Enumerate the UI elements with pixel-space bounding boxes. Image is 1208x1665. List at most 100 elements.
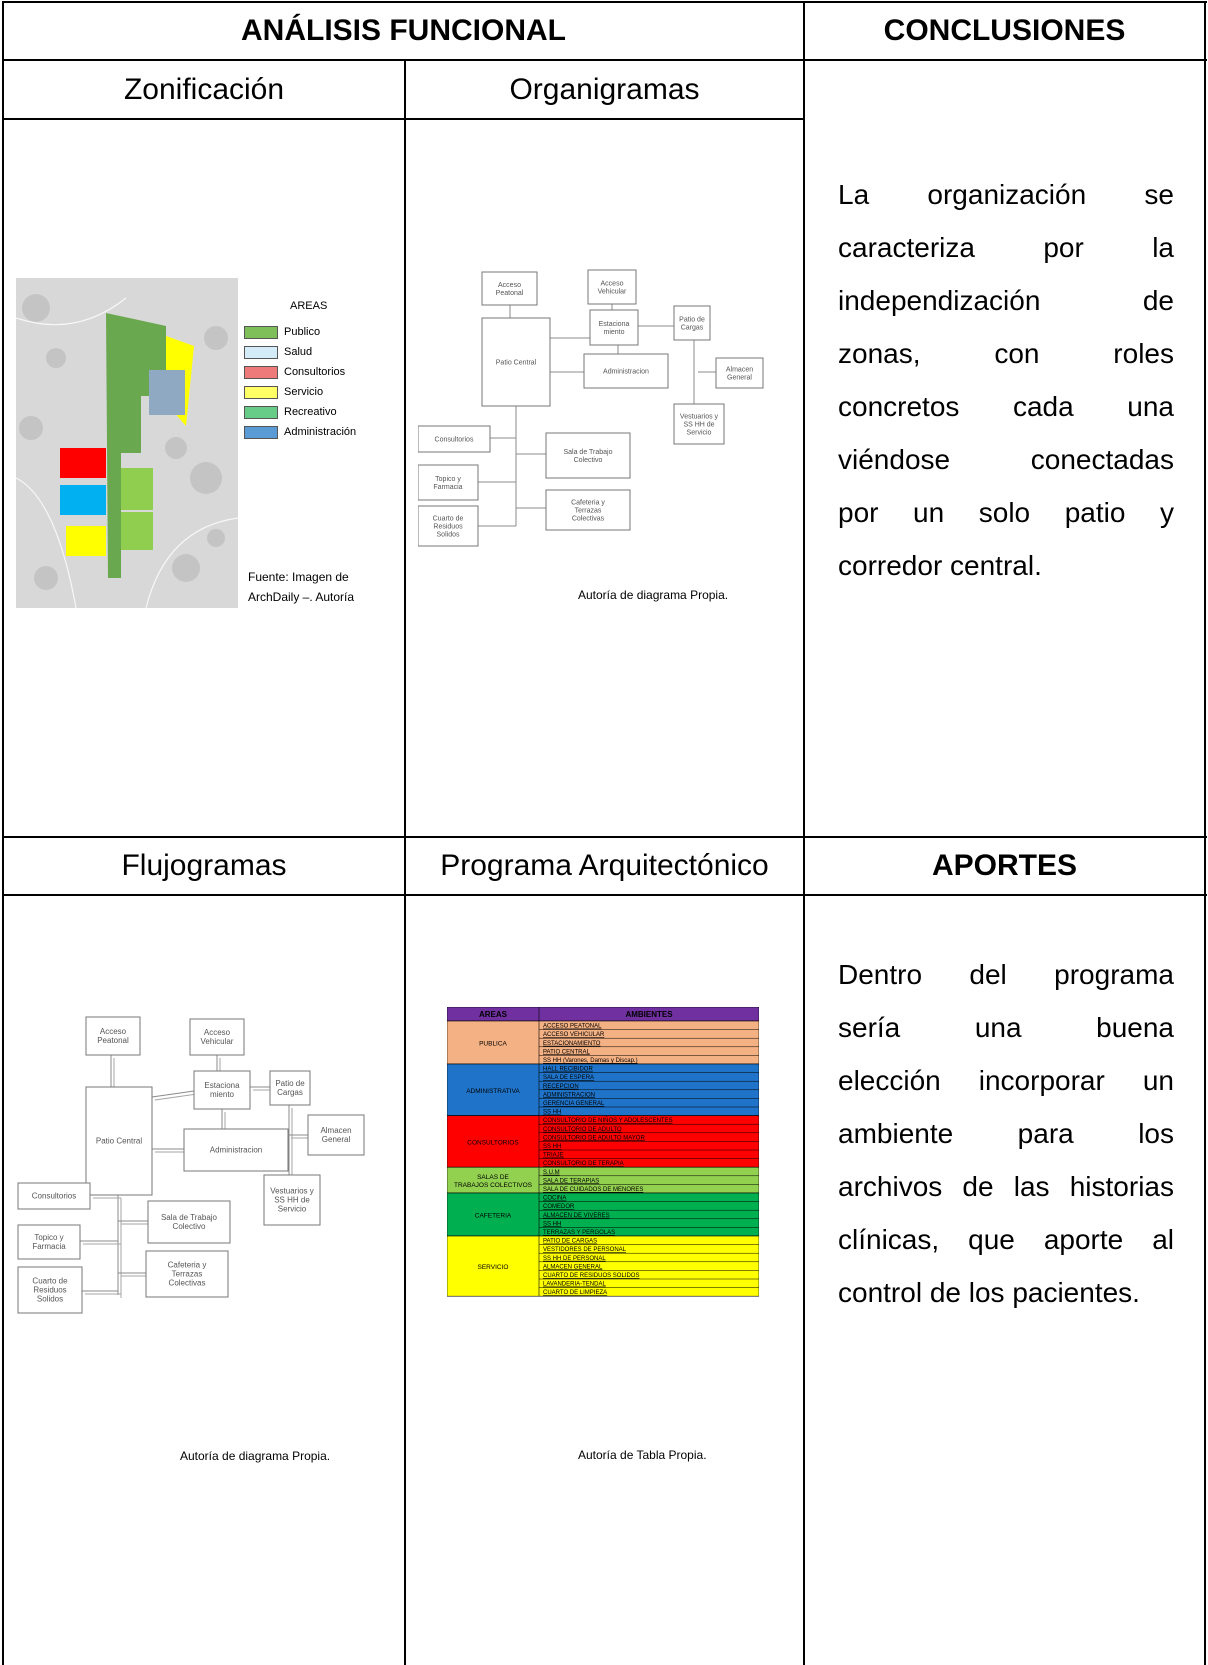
conclusiones-line: viéndose conectadas [838, 444, 1174, 475]
diagram-node-patio-central: Patio Central [481, 317, 551, 407]
ambiente-item: CUARTO DE LIMPIEZA [543, 1290, 607, 1296]
node-box [418, 505, 479, 547]
zonificacion-source: Fuente: Imagen de ArchDaily –. Autoría [248, 567, 354, 607]
ambiente-item: SS HH (Varones, Damas y Discap.) [543, 1058, 638, 1064]
node-box [269, 1070, 311, 1106]
aportes-line: control de los pacientes. [838, 1277, 1140, 1308]
connector-line [154, 1093, 198, 1101]
ambiente-item: LAVANDERIA-TENDAL [543, 1282, 606, 1288]
ambiente-item: CONSULTORIO DE ADULTO MAYOR [543, 1135, 645, 1141]
legend-label: Salud [284, 346, 313, 358]
node-label: Cargas [681, 324, 704, 331]
conclusiones-line: caracteriza por la [838, 232, 1174, 263]
aportes-line: Dentro del programa [838, 959, 1174, 990]
ambiente-item: SALA DE ESPERA [543, 1075, 594, 1081]
legend-title: AREAS [290, 300, 328, 312]
ambiente-item: SS HH [543, 1221, 561, 1227]
node-label: Sala de Trabajo [161, 1213, 218, 1222]
node-box [673, 305, 711, 341]
node-label: Patio Central [96, 1137, 142, 1146]
node-label: General [322, 1135, 351, 1144]
node-label: Acceso [498, 282, 521, 289]
node-label: Patio de [679, 316, 705, 323]
header-flujogramas: Flujogramas [121, 849, 287, 882]
node-label: Consultorios [435, 436, 474, 443]
node-label: Vehicular [201, 1037, 234, 1046]
node-label: miento [603, 329, 624, 336]
node-label: Colectivas [169, 1279, 206, 1288]
legend-item: Administración [244, 422, 394, 442]
node-label: Acceso [100, 1027, 127, 1036]
node-label: Servicio [687, 429, 712, 436]
node-label: Patio de [275, 1079, 305, 1088]
legend-item: Recreativo [244, 402, 394, 422]
ambiente-item: PATIO DE CARGAS [543, 1239, 597, 1245]
node-label: Vestuarios y [270, 1187, 314, 1196]
node-box [418, 425, 491, 453]
node-box [545, 489, 631, 531]
ambiente-item: ALMACEN GENERAL [543, 1264, 603, 1270]
node-label: Acceso [204, 1028, 231, 1037]
ambiente-item: COMEDOR [543, 1204, 575, 1210]
node-box [307, 1114, 365, 1156]
node-label: Colectivas [572, 515, 605, 522]
node-label: Cafeteria y [168, 1261, 207, 1270]
node-label: Peatonal [97, 1036, 129, 1045]
node-label: Vestuarios y [680, 413, 719, 420]
legend-item: Consultorios [244, 362, 394, 382]
programa-caption: Autoría de Tabla Propia. [578, 1448, 707, 1462]
node-label: Sala de Trabajo [563, 449, 612, 456]
ambiente-item: ADMINISTRACION [543, 1092, 595, 1098]
node-label: Colectivo [173, 1222, 206, 1231]
ambiente-item: HALL RECIBIDOR [543, 1067, 593, 1073]
node-label: Patio Central [496, 359, 537, 366]
node-label: Cafeteria y [571, 499, 605, 506]
legend-label: Administración [284, 426, 357, 438]
conclusiones-line: La organización se [838, 179, 1174, 210]
divider-col-2 [803, 1, 805, 1665]
node-label: Administracion [210, 1146, 262, 1155]
zonificacion-site-plan [16, 278, 238, 608]
ambiente-item: RECEPCION [543, 1084, 579, 1090]
ambiente-item: GERENCIA GENERAL [543, 1101, 605, 1107]
node-label: General [727, 374, 752, 381]
divider-row-4 [2, 894, 1207, 896]
node-box [17, 1182, 91, 1210]
divider-col-1-bottom [404, 837, 406, 1665]
node-box [545, 432, 631, 479]
node-box [147, 1200, 231, 1244]
header-conclusiones: CONCLUSIONES [883, 14, 1126, 47]
ambiente-item: SALA DE TERAPIAS [543, 1178, 599, 1184]
aportes-text: Dentro del programa sería una buena elec… [838, 948, 1174, 1319]
node-label: Residuos [433, 523, 463, 530]
ambiente-item: S.U.M [543, 1170, 560, 1176]
node-label: Consultorios [32, 1192, 76, 1201]
header-organigramas: Organigramas [509, 72, 700, 106]
node-box [263, 1174, 321, 1226]
legend-label: Publico [284, 326, 321, 338]
ambiente-item: VESTIDORES DE PERSONAL [543, 1247, 627, 1253]
node-label: Cargas [277, 1088, 303, 1097]
aportes-line: clínicas, que aporte al [838, 1224, 1174, 1255]
legend-swatch [244, 405, 278, 419]
node-box [85, 1086, 153, 1196]
legend-swatch [244, 325, 278, 339]
legend-swatch [244, 425, 278, 439]
node-label: Terrazas [575, 507, 602, 514]
ambiente-item: PATIO CENTRAL [543, 1049, 590, 1055]
node-box [189, 1018, 245, 1056]
ambiente-item: SS HH DE PERSONAL [543, 1256, 606, 1262]
area-label: PUBLICA [479, 1041, 507, 1048]
